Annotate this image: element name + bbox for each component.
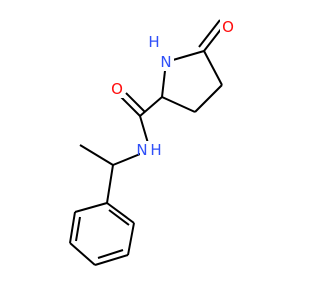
- bond-ch-ipso: [106, 164, 114, 204]
- chemical-structure: H N N H O O: [69, 18, 236, 266]
- bond-ph-inner-1-2: [108, 209, 130, 226]
- bond-c4-c3: [194, 84, 223, 113]
- lactam-nh-mask: [144, 33, 169, 51]
- bond-ph-1-2: [106, 202, 135, 224]
- bond-ph-4-5: [69, 242, 96, 266]
- bond-c5-o-2: [198, 19, 221, 48]
- bond-ph-6-1: [74, 202, 108, 213]
- bond-c2-camide: [139, 96, 163, 117]
- lactam-n-h-label: H: [148, 33, 159, 51]
- bond-ph-3-4: [94, 254, 129, 266]
- amide-nh-mask: [140, 141, 165, 159]
- amide-o-mask: [109, 80, 125, 98]
- lactam-n-label: N: [160, 53, 171, 71]
- bond-c5-c4: [203, 50, 223, 86]
- bond-ch-methyl: [79, 144, 114, 166]
- ring-carbonyl-o-label: O: [222, 18, 234, 36]
- amide-carbonyl-o-label: O: [111, 80, 123, 98]
- bond-ph-inner-3-4: [97, 249, 124, 259]
- bond-c3-c2: [161, 96, 196, 113]
- amide-n-h-label: H: [150, 141, 161, 159]
- bond-ph-inner-5-6: [75, 216, 81, 242]
- bond-ph-2-3: [127, 222, 135, 256]
- bond-ph-5-6: [69, 211, 76, 244]
- bond-camide-o-2: [125, 92, 146, 113]
- lactam-n-mask: [158, 53, 174, 71]
- ring-o-mask: [220, 18, 236, 36]
- amide-n-label: N: [136, 141, 147, 159]
- bond-camide-o-1: [120, 96, 141, 117]
